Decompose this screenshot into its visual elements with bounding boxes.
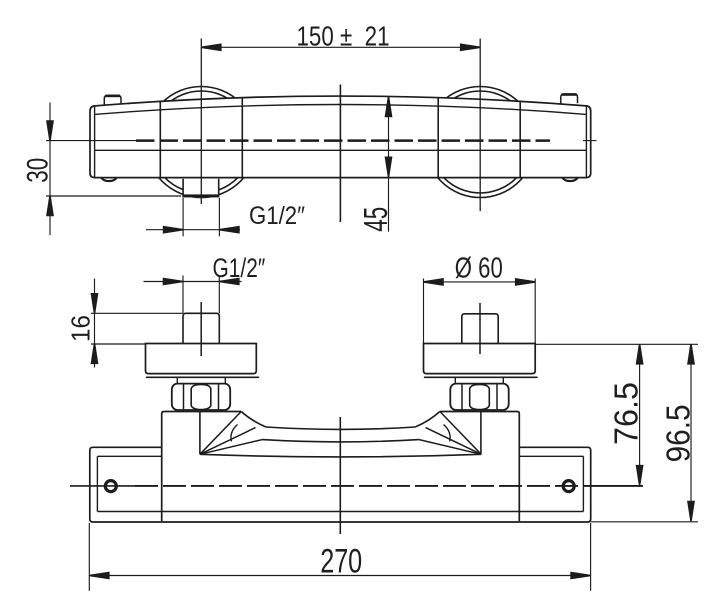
svg-text:150 ± 21: 150 ± 21 (297, 20, 390, 51)
svg-text:30: 30 (21, 158, 54, 183)
svg-text:45: 45 (357, 207, 394, 232)
svg-text:96.5: 96.5 (659, 404, 696, 462)
svg-text:Ø 60: Ø 60 (455, 252, 503, 284)
svg-text:16: 16 (65, 315, 95, 342)
svg-text:G1/2″: G1/2″ (249, 202, 305, 230)
svg-text:G1/2″: G1/2″ (213, 253, 266, 283)
svg-text:76.5: 76.5 (608, 382, 645, 445)
svg-text:270: 270 (320, 543, 362, 581)
